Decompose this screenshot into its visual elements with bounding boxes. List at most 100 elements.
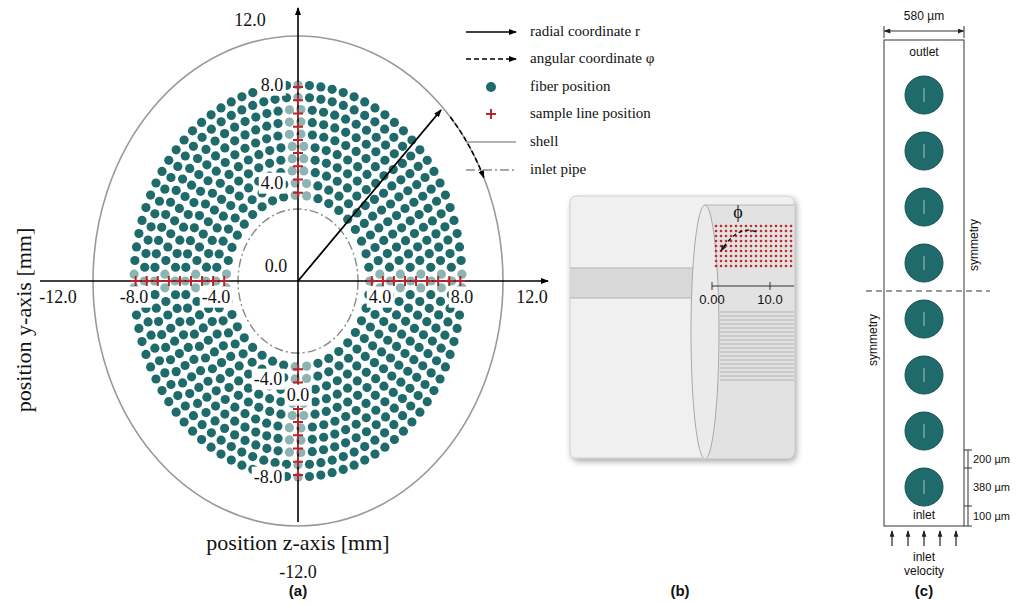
angle-arrow: [721, 230, 756, 251]
fiber-dot: [195, 342, 204, 351]
fiber-dot: [196, 187, 205, 196]
fiber-dot: [204, 336, 213, 345]
fiber-dot: [377, 347, 386, 356]
fiber-dot: [445, 350, 454, 359]
fiber-dot: [360, 97, 369, 106]
fiber-dot: [302, 374, 311, 383]
fiber-dot: [185, 389, 194, 398]
fiber-dot: [400, 349, 409, 358]
fiber-dot: [211, 151, 220, 160]
sample-point: [770, 230, 773, 233]
fiber-dot: [219, 212, 228, 221]
fiber-dot: [279, 192, 288, 201]
panel-label: (a): [289, 582, 307, 599]
fiber-line: [720, 380, 794, 381]
fiber-dot: [415, 256, 424, 265]
sample-point: [765, 250, 768, 253]
fiber-dot: [370, 195, 379, 204]
fiber-dot: [235, 191, 244, 200]
fiber-dot: [308, 106, 317, 115]
sample-cross: [293, 148, 303, 158]
fiber-dot: [457, 256, 466, 265]
sample-cross: [164, 276, 174, 286]
fiber-dot: [389, 388, 398, 397]
tick-label: -8.0: [118, 287, 151, 308]
scale-tick: [712, 282, 713, 290]
fiber-dot: [172, 367, 181, 376]
fiber-dot: [308, 447, 317, 456]
fiber-dot: [179, 135, 188, 144]
fiber-dot: [379, 317, 388, 326]
sample-point: [790, 260, 793, 263]
fiber-circle: [905, 412, 943, 450]
fiber-dot: [216, 449, 225, 458]
fiber-dot: [431, 324, 440, 333]
sample-point: [765, 255, 768, 258]
sample-point: [720, 240, 723, 243]
sample-point: [725, 230, 728, 233]
fiber-dot: [302, 191, 311, 200]
fiber-dot: [324, 186, 333, 195]
fiber-circle: [905, 300, 943, 338]
fiber-dot: [374, 256, 383, 265]
sample-point: [720, 255, 723, 258]
fiber-dot: [251, 112, 260, 121]
legend-text: shell: [528, 133, 560, 150]
fiber-dot: [285, 423, 294, 432]
fiber-dot: [370, 436, 379, 445]
sample-point: [790, 250, 793, 253]
axis-title: position z-axis [mm]: [204, 530, 391, 555]
domain-outline: [884, 40, 964, 526]
fiber-dot: [379, 236, 388, 245]
sample-point: [750, 260, 753, 263]
sample-point: [755, 245, 758, 248]
fiber-dot: [244, 397, 253, 406]
fiber-circle: [905, 76, 943, 114]
sample-cross: [153, 276, 163, 286]
fiber-dot: [380, 443, 389, 452]
sample-point: [780, 265, 783, 268]
fiber-dot: [234, 176, 243, 185]
fiber-dot: [425, 304, 434, 313]
fiber-dot: [327, 468, 336, 477]
fiber-dot: [240, 423, 249, 432]
fiber-dot: [427, 368, 436, 377]
fiber-dot: [351, 225, 360, 234]
fiber-dot: [248, 343, 257, 352]
fiber-dot: [224, 224, 233, 233]
sample-cross: [422, 276, 432, 286]
sample-point: [740, 260, 743, 263]
inlet-velocity-arrows: [892, 531, 956, 546]
fiber-dot: [362, 427, 371, 436]
inlet-arrow: [907, 531, 908, 546]
fiber-dot: [374, 330, 383, 339]
fiber-dot: [161, 297, 170, 306]
fiber-center-mark: [924, 312, 925, 326]
fiber-dot: [150, 290, 159, 299]
sample-point: [765, 240, 768, 243]
fiber-dot: [319, 420, 328, 429]
fiber-dot: [198, 133, 207, 142]
dimension-bracket: [968, 450, 969, 526]
sample-cross: [293, 430, 303, 440]
fiber-dot: [415, 408, 424, 417]
dimension-label: 380 µm: [973, 481, 1010, 494]
tick-label: -4.0: [252, 369, 285, 390]
fiber-dot: [202, 160, 211, 169]
fiber-dot: [150, 209, 159, 218]
dimension-label: 580 µm: [904, 10, 944, 24]
sample-cross: [389, 276, 399, 286]
sample-point-grid: [715, 225, 793, 268]
fiber-dot: [254, 150, 263, 159]
fiber-dot: [319, 445, 328, 454]
sample-point: [790, 245, 793, 248]
fiber-dot: [262, 431, 271, 440]
fiber-dot: [386, 199, 395, 208]
fiber-dot: [381, 141, 390, 150]
sample-point: [720, 235, 723, 238]
fiber-dot: [187, 181, 196, 190]
sample-point: [720, 260, 723, 263]
fiber-dot: [394, 361, 403, 370]
fiber-dot: [244, 169, 253, 178]
